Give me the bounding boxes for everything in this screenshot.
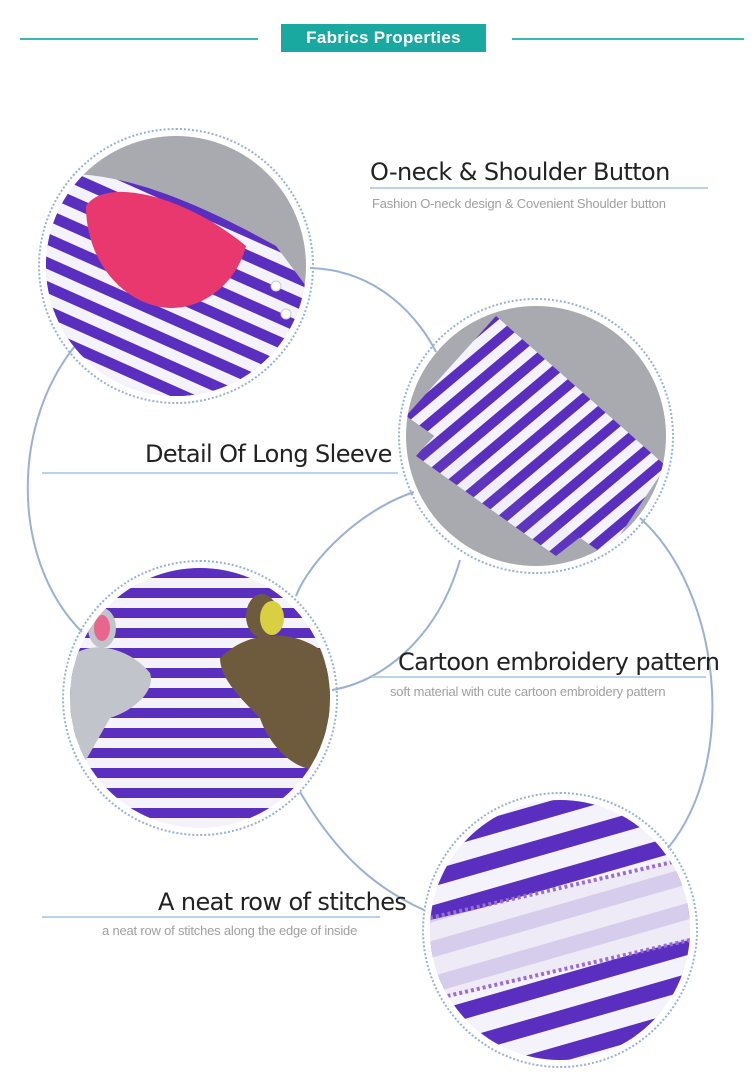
connector-right-arc bbox=[639, 517, 714, 849]
feature-subtitle-cartoon: soft material with cute cartoon embroide… bbox=[390, 684, 666, 699]
circle-ring bbox=[62, 560, 338, 836]
circle-cartoon bbox=[62, 560, 338, 836]
feature-title-oneck: O-neck & Shoulder Button bbox=[370, 158, 670, 186]
feature-subtitle-oneck: Fashion O-neck design & Covenient Should… bbox=[372, 196, 666, 211]
connector-top-to-sleeve bbox=[309, 267, 437, 353]
feature-rule-oneck bbox=[370, 187, 708, 189]
oneck-photo bbox=[46, 136, 306, 396]
page-title: Fabrics Properties bbox=[281, 24, 486, 52]
stitches-photo bbox=[430, 800, 690, 1060]
circle-ring bbox=[422, 792, 698, 1068]
feature-rule-stitches bbox=[42, 916, 380, 918]
collar-pink bbox=[86, 191, 246, 308]
feature-rule-cartoon bbox=[372, 676, 706, 678]
grey-mouse bbox=[70, 647, 151, 788]
circle-sleeve bbox=[398, 298, 674, 574]
circle-stitches bbox=[422, 792, 698, 1068]
connector-cartoon-mid bbox=[331, 559, 461, 691]
feature-rule-sleeve bbox=[42, 472, 398, 474]
feature-subtitle-stitches: a neat row of stitches along the edge of… bbox=[102, 923, 358, 938]
connector-sleeve-to-cartoon bbox=[295, 491, 415, 597]
feature-title-sleeve: Detail Of Long Sleeve bbox=[145, 440, 392, 468]
cartoon-photo bbox=[70, 568, 330, 828]
circle-ring bbox=[38, 128, 314, 404]
circle-ring bbox=[398, 298, 674, 574]
feature-title-cartoon: Cartoon embroidery pattern bbox=[398, 648, 720, 676]
button-icon bbox=[280, 308, 292, 320]
button-icon bbox=[270, 280, 282, 292]
sleeve-photo bbox=[406, 306, 666, 566]
header-line-left bbox=[20, 38, 258, 40]
circle-oneck bbox=[38, 128, 314, 404]
header-line-right bbox=[512, 38, 744, 40]
feature-title-stitches: A neat row of stitches bbox=[158, 888, 407, 916]
brown-mouse bbox=[220, 635, 330, 770]
connector-left-arc bbox=[26, 339, 83, 633]
connector-cartoon-to-stitch bbox=[299, 791, 425, 911]
